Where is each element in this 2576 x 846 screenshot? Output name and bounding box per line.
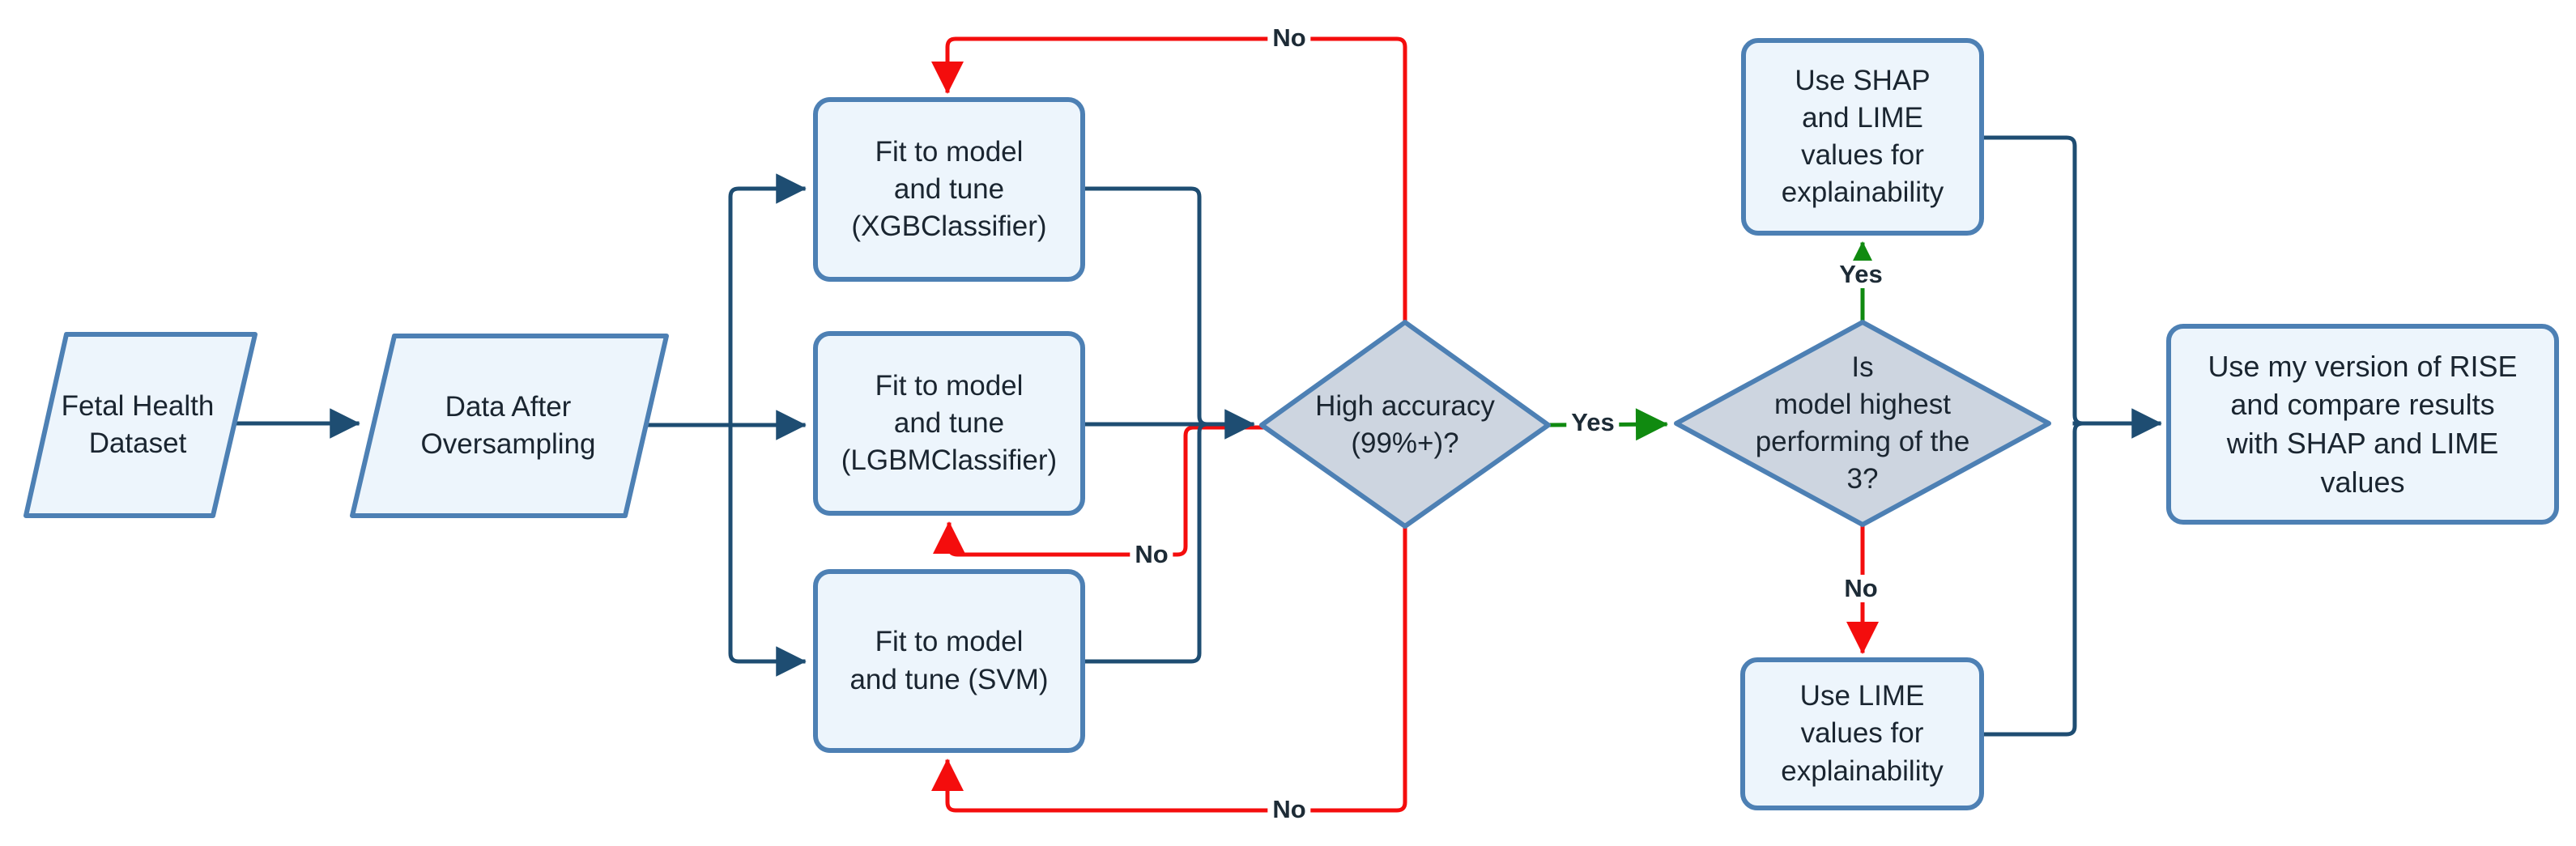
node-use-rise[interactable]	[2166, 324, 2559, 525]
node-use-lime[interactable]	[1740, 657, 1984, 810]
node-high-accuracy-decision[interactable]	[1259, 320, 1551, 529]
node-fit-xgbclassifier[interactable]	[813, 97, 1085, 282]
edge-label-no-to-lgbm: No	[1130, 540, 1173, 569]
node-highest-performing-decision[interactable]	[1674, 320, 2051, 527]
edge-split-rail-up	[728, 173, 807, 427]
edge-label-highest-yes: Yes	[1834, 260, 1888, 289]
edge-label-no-to-svm: No	[1267, 795, 1311, 824]
node-data-after-oversampling[interactable]	[350, 334, 669, 518]
edge-shap-merge	[1979, 135, 2085, 426]
node-fit-svm[interactable]	[813, 569, 1085, 753]
node-fit-lgbmclassifier[interactable]	[813, 331, 1085, 516]
edge-no-to-xgb	[931, 36, 1407, 325]
node-use-shap-lime[interactable]	[1741, 38, 1984, 236]
edge-split-rail-down	[728, 423, 807, 677]
node-fetal-health-dataset[interactable]	[23, 332, 258, 518]
edge-lime-merge	[1979, 421, 2085, 737]
edge-label-no-to-xgb: No	[1267, 23, 1311, 53]
edge-label-accuracy-yes: Yes	[1566, 408, 1620, 437]
edge-xgb-merge	[1080, 186, 1210, 427]
edge-no-to-svm	[931, 524, 1407, 813]
edge-label-highest-no: No	[1839, 574, 1883, 603]
edge-no-to-lgbm	[933, 425, 1264, 557]
